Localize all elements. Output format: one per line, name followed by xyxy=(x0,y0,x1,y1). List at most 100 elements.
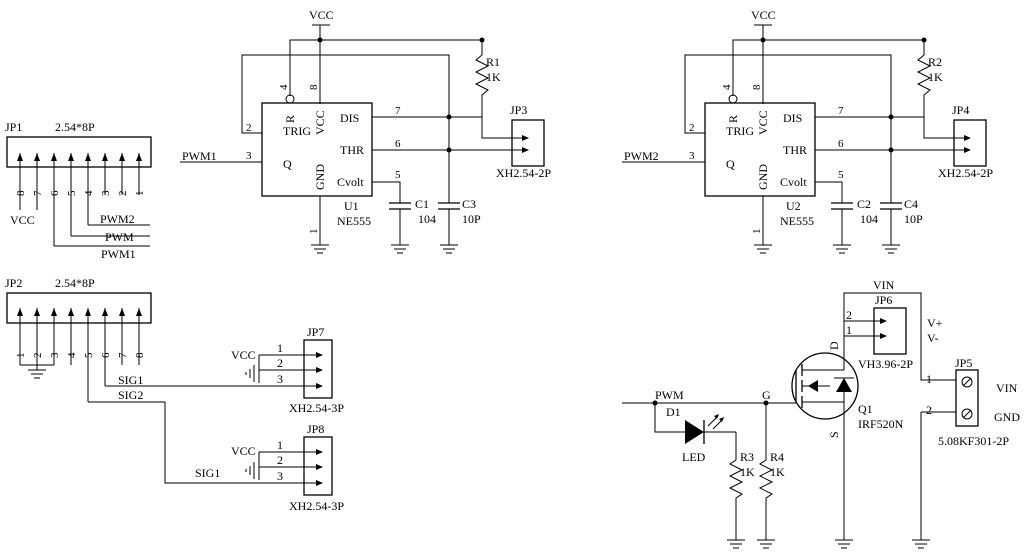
jp5-gnd-label: GND xyxy=(994,410,1020,424)
jp1-ref: JP1 xyxy=(5,120,22,134)
c2-value: 104 xyxy=(860,212,878,226)
jp1-pin-label: 4 xyxy=(83,190,95,196)
jp5-pin-label: 2 xyxy=(926,403,932,417)
jp1-pin-label: 8 xyxy=(15,190,27,196)
r3-value: 1K xyxy=(740,465,755,479)
jp2-ref: JP2 xyxy=(5,276,22,290)
sig2-label: SIG2 xyxy=(118,388,143,402)
jp2-pin-label: 4 xyxy=(66,352,78,358)
q1-s-label: S xyxy=(827,431,841,438)
u1-pin-num: 7 xyxy=(395,105,401,117)
jp8-pin-label: 1 xyxy=(277,438,283,452)
q1-ref: Q1 xyxy=(858,402,873,416)
c3-ref: C3 xyxy=(462,197,476,211)
u1-pin-gnd: GND xyxy=(313,164,327,190)
c1-value: 104 xyxy=(418,212,436,226)
u2-ref: U2 xyxy=(786,199,801,213)
u1-pin-cvolt: Cvolt xyxy=(337,175,364,189)
jp7-vcc-label: VCC xyxy=(231,348,256,362)
jp7-ref: JP7 xyxy=(307,325,324,339)
r4-ref: R4 xyxy=(770,450,784,464)
r2-ref: R2 xyxy=(928,55,942,69)
jp2-pin-label: 2 xyxy=(32,353,44,359)
u1-pin-num: 2 xyxy=(246,122,252,134)
jp3-ref: JP3 xyxy=(510,103,527,117)
r1-ref: R1 xyxy=(486,55,500,69)
jp1-connector: JP1 2.54*8P 8 7 6 5 4 3 2 1 VCC PWM2 PWM… xyxy=(5,120,152,261)
jp4-value: XH2.54-2P xyxy=(938,166,993,180)
pwm-input-label: PWM xyxy=(655,388,684,402)
jp6-value: VH3.96-2P xyxy=(858,357,913,371)
u2-pin-cvolt: Cvolt xyxy=(780,175,807,189)
jp2-pin-label: 5 xyxy=(83,352,95,358)
u1-pin-q: Q xyxy=(283,157,292,171)
sig1-label: SIG1 xyxy=(118,373,143,387)
r4-value: 1K xyxy=(770,465,785,479)
d1-led-symbol xyxy=(685,420,704,444)
jp1-pwm1-label: PWM1 xyxy=(101,247,136,261)
jp1-pin-label: 3 xyxy=(100,190,112,196)
u2-pin-r: R xyxy=(726,115,740,123)
jp2-connector: JP2 2.54*8P 1 2 3 4 5 6 7 8 SIG1 SIG2 SI… xyxy=(5,276,318,484)
jp1-pin-label: 7 xyxy=(32,190,44,196)
jp5-ref: JP5 xyxy=(955,356,972,370)
c4-ref: C4 xyxy=(904,197,918,211)
c4-value: 10P xyxy=(904,212,923,226)
r3-ref: R3 xyxy=(740,450,754,464)
c3-value: 10P xyxy=(462,212,481,226)
jp1-pin-label: 1 xyxy=(134,191,146,197)
q1-value: IRF520N xyxy=(858,417,904,431)
jp2-pin-label: 3 xyxy=(49,352,61,358)
u2-pwm2-label: PWM2 xyxy=(624,149,659,163)
c2-ref: C2 xyxy=(857,197,871,211)
u1-pwm1-label: PWM1 xyxy=(182,149,217,163)
u1-pin-num: 8 xyxy=(308,84,320,90)
jp7-connector: JP7 VCC 1 2 3 XH2.54-3P xyxy=(231,325,344,415)
d1-value: LED xyxy=(682,450,706,464)
r2-value: 1K xyxy=(928,70,943,84)
u1-pin-num: 3 xyxy=(246,150,252,162)
u1-vcc-label: VCC xyxy=(309,8,334,22)
u2-pin-num: 1 xyxy=(751,229,763,235)
jp8-value: XH2.54-3P xyxy=(289,499,344,513)
u1-pin-num: 1 xyxy=(308,229,320,235)
u1-pin-trig: TRIG xyxy=(283,124,311,138)
u2-pin-num: 4 xyxy=(721,84,733,90)
u2-value: NE555 xyxy=(780,214,814,228)
u2-pin-dis: DIS xyxy=(783,111,802,125)
u2-pin-num: 2 xyxy=(689,122,695,134)
u2-pin-thr: THR xyxy=(783,143,807,157)
c1-ref: C1 xyxy=(415,197,429,211)
sig1-label-jp8: SIG1 xyxy=(195,466,220,480)
jp3-connector: JP3 XH2.54-2P xyxy=(482,103,551,180)
jp5-connector: JP5 1 2 VIN GND 5.08KF301-2P xyxy=(911,356,1020,549)
u1-pin-num: 5 xyxy=(395,169,401,181)
jp2-value: 2.54*8P xyxy=(55,276,95,290)
u2-pin-vcc: VCC xyxy=(756,110,770,135)
jp1-pwm-label: PWM xyxy=(105,230,134,244)
vminus-label: V- xyxy=(927,331,939,345)
jp7-pin-label: 1 xyxy=(277,341,283,355)
jp1-pin-label: 2 xyxy=(117,191,129,197)
jp8-pin-label: 3 xyxy=(277,469,283,483)
q1-d-label: D xyxy=(827,341,841,350)
jp2-pin-label: 7 xyxy=(117,352,129,358)
u1-pin-r: R xyxy=(283,115,297,123)
jp6-ref: JP6 xyxy=(875,293,892,307)
mosfet-driver-circuit: VIN JP6 2 1 VH3.96-2P V+ V- D S Q1 IRF52… xyxy=(622,278,956,549)
vplus-label: V+ xyxy=(927,316,943,330)
jp8-ref: JP8 xyxy=(307,422,324,436)
u2-pin-gnd: GND xyxy=(756,164,770,190)
r1-value: 1K xyxy=(486,70,501,84)
jp2-pin-label: 8 xyxy=(134,352,146,358)
jp7-pin-label: 2 xyxy=(277,356,283,370)
u2-pin-num: 7 xyxy=(838,105,844,117)
q1-mosfet-symbol xyxy=(791,352,859,420)
u2-pin-num: 6 xyxy=(838,138,844,150)
vin-label: VIN xyxy=(873,278,895,292)
jp2-pin-label: 1 xyxy=(15,353,27,359)
u2-pin-q: Q xyxy=(726,157,735,171)
jp1-value: 2.54*8P xyxy=(55,120,95,134)
gate-label: G xyxy=(762,388,771,402)
jp1-pwm2-label: PWM2 xyxy=(100,212,135,226)
